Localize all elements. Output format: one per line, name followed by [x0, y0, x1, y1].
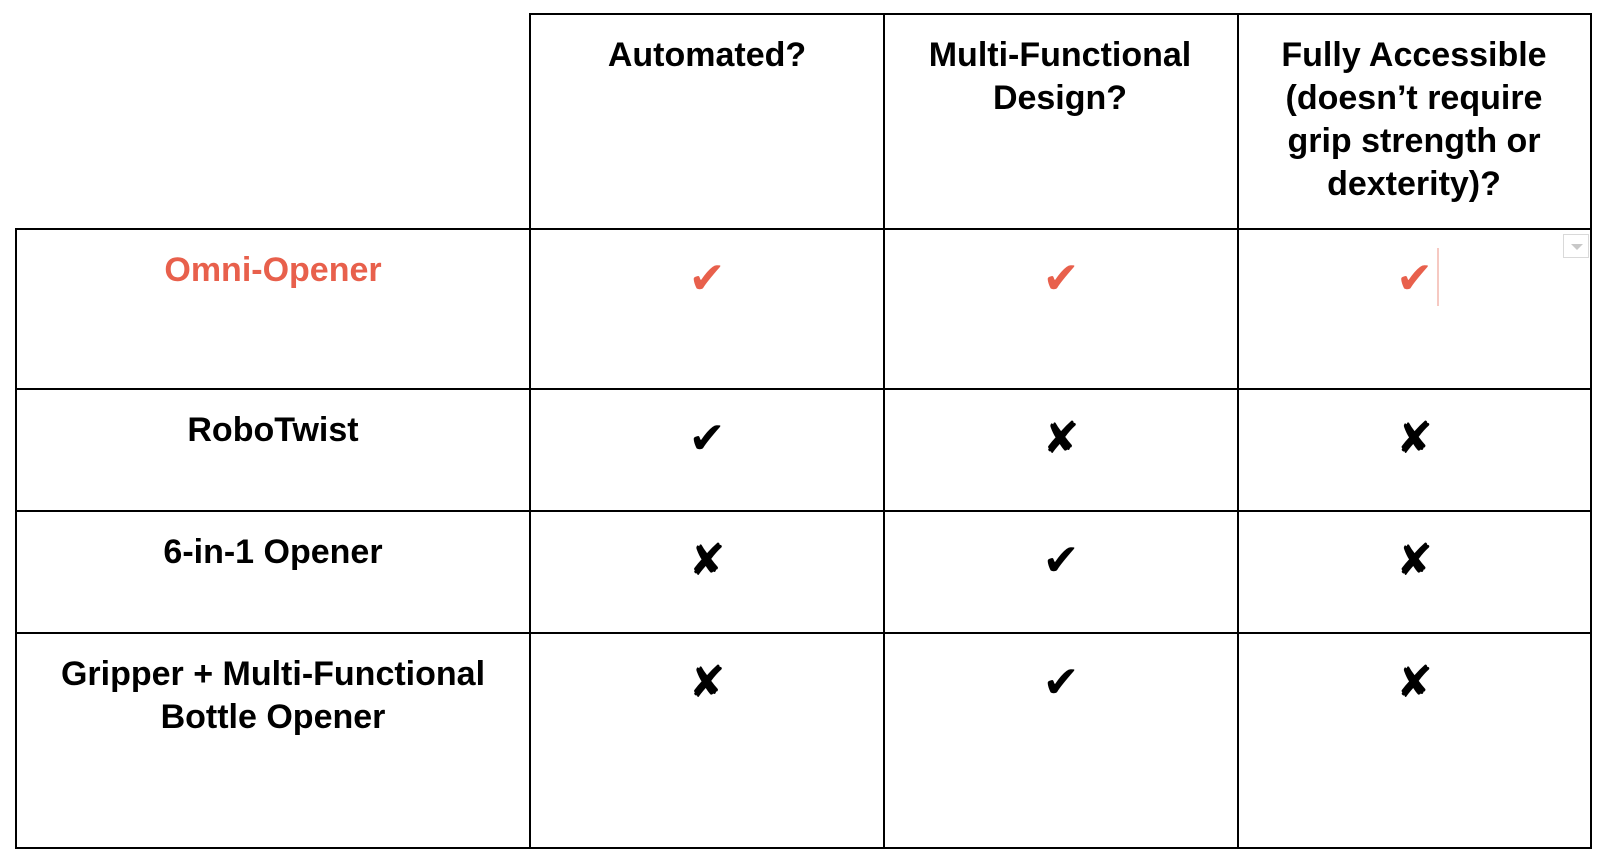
grid-row3-bottom-line: [15, 632, 1592, 634]
check-icon: ✔: [1396, 253, 1433, 304]
grid-col1-line: [529, 13, 531, 849]
cross-icon: ✘: [1396, 657, 1433, 708]
check-icon: ✔: [688, 413, 726, 464]
row-label-omni-opener: Omni-Opener: [164, 251, 382, 289]
text-cursor: [1437, 248, 1439, 306]
check-icon: ✔: [1042, 535, 1080, 586]
check-icon: ✔: [1042, 253, 1080, 304]
grid-row2-bottom-line: [15, 510, 1592, 512]
check-icon: ✔: [688, 253, 726, 304]
check-icon: ✔: [1042, 657, 1080, 708]
grid-header-bottom-line: [15, 228, 1592, 230]
grid-bottom-line: [15, 847, 1592, 849]
cross-icon: ✘: [1042, 413, 1080, 464]
grid-top-line: [530, 13, 1592, 15]
cross-icon: ✘: [1396, 535, 1433, 586]
chevron-down-icon[interactable]: [1563, 234, 1589, 258]
row-label-gripper-bottle-opener: Gripper + Multi-Functional Bottle Opener: [60, 655, 486, 736]
header-multi-functional: Multi-Functional Design?: [928, 36, 1192, 117]
header-automated: Automated?: [607, 36, 807, 74]
header-corner: [17, 14, 529, 228]
grid-left-line: [15, 228, 17, 849]
cross-icon: ✘: [688, 657, 726, 708]
cross-icon: ✘: [1396, 413, 1433, 464]
grid-col2-line: [883, 13, 885, 849]
grid-row1-bottom-line: [15, 388, 1592, 390]
grid-col3-line: [1237, 13, 1239, 849]
header-fully-accessible: Fully Accessible (doesn’t require grip s…: [1281, 36, 1547, 203]
row-label-robotwist: RoboTwist: [187, 411, 359, 449]
cross-icon: ✘: [688, 535, 726, 586]
grid-right-line: [1590, 13, 1592, 849]
row-label-6-in-1-opener: 6-in-1 Opener: [163, 533, 383, 571]
